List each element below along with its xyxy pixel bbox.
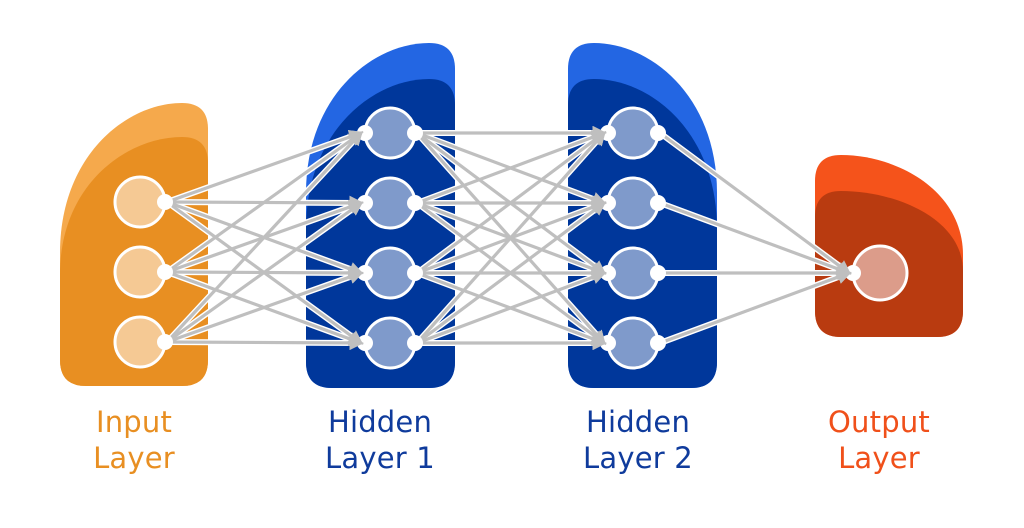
connection-input-layer-1-to-hidden-layer-1-1	[166, 130, 364, 204]
input-layer-node-3	[113, 315, 173, 369]
arrow-tip	[347, 201, 364, 216]
connection-input-layer-3-to-hidden-layer-1-1	[165, 130, 363, 344]
connection-input-layer-2-to-hidden-layer-1-1	[166, 131, 364, 274]
connection-hidden-layer-1-4-to-hidden-layer-2-1	[415, 130, 606, 345]
output-connector-dot	[157, 334, 173, 350]
output-connector-dot	[650, 125, 666, 141]
arrow-tip	[590, 201, 607, 216]
output-connector-dot	[650, 195, 666, 211]
connection-hidden-layer-1-3-to-hidden-layer-2-1	[416, 131, 607, 275]
arrow-tip	[347, 130, 363, 147]
connection-hidden-layer-1-4-to-hidden-layer-2-2	[416, 201, 607, 345]
connection-input-layer-3-to-hidden-layer-1-2	[166, 201, 364, 344]
output-connector-dot	[157, 194, 173, 210]
connection-input-layer-3-to-hidden-layer-1-3	[166, 270, 364, 344]
arrow-tip	[590, 130, 606, 147]
output-connector-dot	[650, 265, 666, 281]
arrow-tips	[346, 125, 852, 351]
hidden-layer-1-label-line1: Hidden	[327, 405, 433, 439]
output-connector-dot	[650, 335, 666, 351]
arrow-tip	[347, 270, 364, 284]
input-layer-label-line2: Layer	[93, 441, 175, 475]
output-connector-dot	[407, 195, 423, 211]
hidden-layer-2-node-4	[600, 316, 666, 370]
connection-hidden-layer-2-1-to-output-layer-1	[659, 131, 852, 275]
input-layer-label-line1: Input	[95, 405, 173, 439]
connection-hidden-layer-2-2-to-output-layer-1	[659, 201, 852, 276]
connection-hidden-layer-1-4-to-hidden-layer-2-3	[416, 270, 607, 345]
input-layer-label: Input Layer	[24, 404, 244, 476]
hidden-layer-1-node-4	[357, 316, 423, 370]
output-layer-label-line2: Layer	[838, 441, 920, 475]
output-layer-label-line1: Output	[828, 405, 930, 439]
output-connector-dot	[407, 265, 423, 281]
hidden-layer-1-label-line2: Layer 1	[325, 441, 435, 475]
neuron-circle	[851, 244, 909, 302]
output-connector-dot	[407, 335, 423, 351]
input-layer-node-2	[113, 245, 173, 299]
hidden-layer-2-label-line1: Hidden	[585, 405, 691, 439]
arrow-tip	[835, 270, 852, 284]
connection-hidden-layer-2-4-to-output-layer-1	[659, 270, 852, 345]
output-layer-label: Output Layer	[769, 404, 989, 476]
arrow-tip	[590, 270, 607, 284]
hidden-layer-2-label: Hidden Layer 2	[528, 404, 748, 476]
input-layer-node-1	[113, 175, 173, 229]
connection-input-layer-3-to-hidden-layer-1-4	[166, 335, 364, 351]
connection-hidden-layer-1-2-to-hidden-layer-2-1	[416, 130, 607, 205]
hidden-layer-2-node-1	[600, 106, 666, 160]
hidden-layer-2-label-line2: Layer 2	[583, 441, 693, 475]
output-connector-dot	[157, 264, 173, 280]
hidden-layer-1-label: Hidden Layer 1	[270, 404, 490, 476]
hidden-layer-1-node-2	[357, 176, 423, 230]
hidden-layer-2-panel	[568, 79, 717, 388]
output-connector-dot	[407, 125, 423, 141]
